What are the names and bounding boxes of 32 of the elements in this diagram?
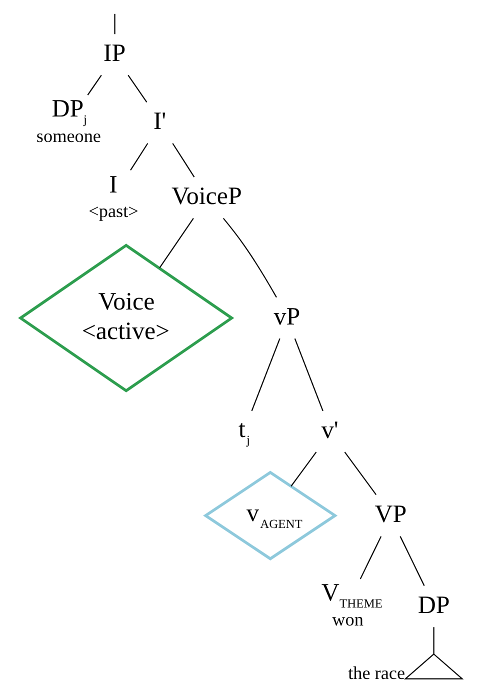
connector bbox=[432, 627, 434, 654]
connector bbox=[250, 338, 280, 412]
node-label: someone bbox=[36, 126, 100, 146]
connector bbox=[130, 143, 148, 171]
node-text: IP bbox=[102, 40, 126, 68]
connector bbox=[158, 218, 194, 268]
connector bbox=[294, 338, 323, 412]
node-diamond: Voice <active> bbox=[18, 244, 234, 392]
connector bbox=[114, 14, 115, 34]
node-text: VP bbox=[374, 500, 406, 528]
node-text: V$_{THEME}$ bbox=[320, 579, 382, 610]
node-triangle bbox=[403, 653, 464, 680]
connector bbox=[86, 74, 102, 96]
connector bbox=[344, 452, 376, 495]
connector bbox=[172, 143, 194, 178]
connector bbox=[127, 74, 147, 102]
connector bbox=[359, 536, 382, 580]
node-text: DP bbox=[417, 592, 450, 619]
node-text: I bbox=[108, 172, 117, 199]
node-label: won bbox=[332, 610, 363, 630]
node-text: t$_{j}$ bbox=[238, 416, 250, 447]
node-text: v' bbox=[320, 416, 338, 444]
connector bbox=[290, 452, 316, 487]
connector bbox=[222, 218, 276, 298]
node-text: VoiceP bbox=[171, 183, 242, 210]
node-text: vP bbox=[273, 303, 300, 330]
node-text: I' bbox=[152, 108, 166, 136]
connector bbox=[399, 536, 424, 586]
node-label: <past> bbox=[88, 200, 138, 221]
node-label: the race bbox=[348, 662, 405, 683]
node-text: DP$_{j}$ bbox=[51, 96, 87, 127]
node-diamond: v$_{AGENT}$ bbox=[202, 470, 338, 560]
